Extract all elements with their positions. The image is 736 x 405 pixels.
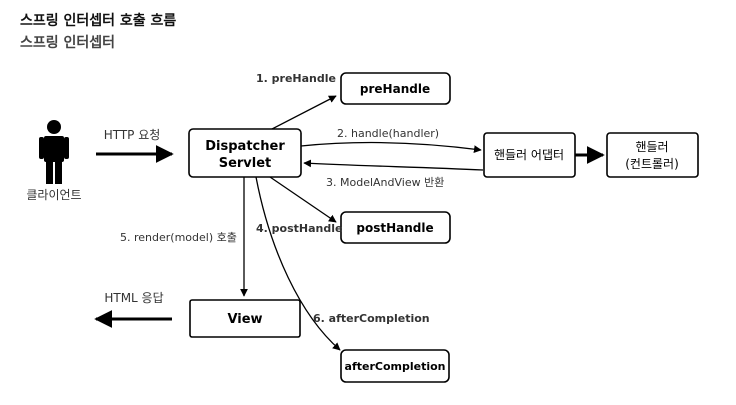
client-label: 클라이언트 xyxy=(26,188,81,202)
page-subtitle: 스프링 인터셉터 xyxy=(20,35,116,51)
handler-adapter-box: 핸들러 어댑터 xyxy=(483,132,576,178)
handler-label-line1: 핸들러 xyxy=(635,139,668,154)
person-icon xyxy=(39,120,69,184)
dispatcher-label-line2: Servlet xyxy=(219,156,272,171)
posthandle-label: postHandle xyxy=(356,221,433,235)
step2-label: 2. handle(handler) xyxy=(337,127,439,140)
prehandle-label: preHandle xyxy=(360,82,430,96)
html-response-label: HTML 응답 xyxy=(104,291,163,305)
step4-label: 4. postHandle xyxy=(256,222,342,235)
prehandle-arrow xyxy=(271,95,337,130)
aftercompletion-label: afterCompletion xyxy=(345,360,446,373)
aftercompletion-box: afterCompletion xyxy=(340,349,450,383)
view-label: View xyxy=(227,312,262,327)
modelandview-return-arrow xyxy=(303,159,484,171)
posthandle-box: postHandle xyxy=(340,211,451,244)
handler-box: 핸들러 (컨트롤러) xyxy=(606,132,699,178)
handle-arrow xyxy=(300,141,482,153)
dispatcher-servlet-box: Dispatcher Servlet xyxy=(188,128,302,178)
step5-label: 5. render(model) 호출 xyxy=(120,231,237,244)
http-request-label: HTTP 요청 xyxy=(104,128,161,142)
posthandle-arrow xyxy=(269,176,337,223)
step6-label: 6. afterCompletion xyxy=(313,312,430,325)
view-box: View xyxy=(189,299,301,338)
prehandle-box: preHandle xyxy=(340,72,451,105)
aftercompletion-arrow xyxy=(255,176,341,351)
step1-label: 1. preHandle xyxy=(256,72,336,85)
step3-label: 3. ModelAndView 반환 xyxy=(326,176,444,189)
dispatcher-label-line1: Dispatcher xyxy=(205,139,285,154)
page-title: 스프링 인터셉터 호출 흐름 xyxy=(20,13,177,29)
handler-label-line2: (컨트롤러) xyxy=(625,157,679,171)
handler-adapter-label: 핸들러 어댑터 xyxy=(494,147,564,162)
